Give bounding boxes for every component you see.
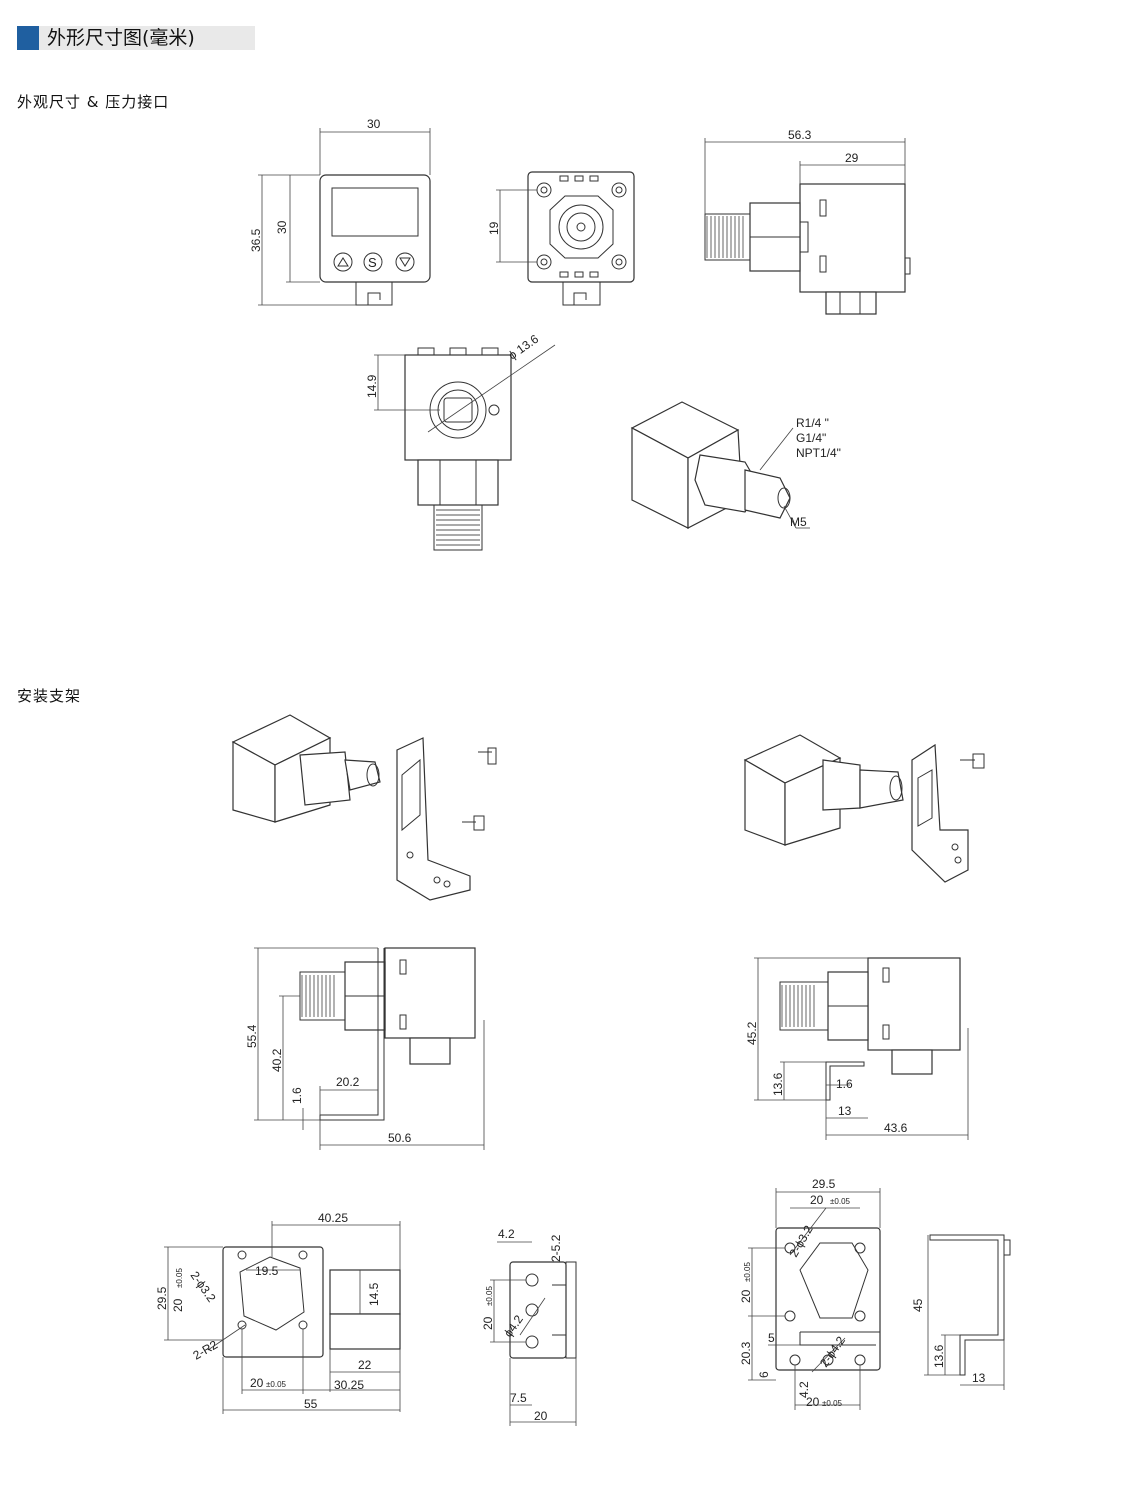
plan-a-d2-tol: ±0.05	[266, 1380, 287, 1389]
end-a-w1: 4.2	[498, 1227, 515, 1241]
plan-b-h2: 20.3	[739, 1341, 753, 1365]
bracket-a-side: 55.4 40.2 20.2 1.6 50.6	[245, 947, 485, 1150]
back-view: 19	[487, 171, 635, 306]
plan-a-top-width: 40.25	[318, 1211, 348, 1225]
end-a-total-width: 20	[534, 1409, 548, 1423]
plan-a-outer-height: 29.5	[155, 1286, 169, 1310]
bracket-a-iso	[231, 714, 497, 901]
plan-b-inner-tol: ±0.05	[830, 1197, 851, 1206]
plan-b-inner-height-tol: ±0.05	[743, 1261, 752, 1282]
side-total-length-label: 56.3	[788, 128, 812, 142]
side-view: 56.3 29	[704, 128, 911, 315]
bracket-a-side-w1: 20.2	[336, 1075, 360, 1089]
plan-a-d3: 30.25	[334, 1378, 364, 1392]
plan-b-d6: 6	[757, 1371, 771, 1378]
bottom-view: ϕ 13.6 14.9	[365, 332, 556, 551]
bracket-b-side-w2: 43.6	[884, 1121, 908, 1135]
bracket-b-iso	[743, 734, 985, 883]
plan-a-hole-label: 2-ϕ3.2	[188, 1269, 219, 1305]
page-title: 外形尺寸图(毫米)	[47, 27, 195, 49]
side-b2-width: 13	[972, 1371, 986, 1385]
iso-thread-1: R1/4 "	[796, 416, 829, 430]
plan-b-d42: 4.2	[797, 1381, 811, 1398]
side-body-length-label: 29	[845, 151, 859, 165]
front-view: S 30 36.5 30	[249, 117, 431, 306]
section-title-bracket: 安装支架	[17, 687, 82, 705]
bracket-a-plan: 40.25 29.5 20 ±0.05 19.5 2-ϕ3.2 2-R2 14.…	[155, 1211, 401, 1414]
bracket-b-side-t: 1.6	[836, 1077, 853, 1091]
iso-thread-2: G1/4"	[796, 431, 826, 445]
plan-b-inner-height: 20	[739, 1289, 753, 1303]
end-a-d: 7.5	[510, 1391, 527, 1405]
end-a-height-tol: ±0.05	[485, 1285, 494, 1306]
plan-a-hex-width: 19.5	[255, 1264, 279, 1278]
end-a-height: 20	[481, 1316, 495, 1330]
plan-a-inner-tol: ±0.05	[175, 1267, 184, 1288]
bracket-b-side-h2: 13.6	[771, 1072, 785, 1096]
front-total-height-label: 36.5	[249, 228, 263, 252]
back-port-spacing-label: 19	[487, 221, 501, 235]
end-a-w2: 2-5.2	[549, 1234, 563, 1262]
front-body-height-label: 30	[275, 220, 289, 234]
plan-b-inner-width: 20	[810, 1193, 824, 1207]
bottom-height-label: 14.9	[365, 374, 379, 398]
bracket-a-side-h1: 55.4	[245, 1024, 259, 1048]
plan-b-w-bottom-tol: ±0.05	[822, 1399, 843, 1408]
iso-thread-3: NPT1/4"	[796, 446, 841, 460]
plan-b-top-width: 29.5	[812, 1177, 836, 1191]
section-title-dimensions: 外观尺寸 & 压力接口	[17, 93, 170, 111]
plan-a-slot-height: 14.5	[367, 1282, 381, 1306]
plan-a-inner-height: 20	[171, 1298, 185, 1312]
bracket-a-end: 4.2 2-5.2 20 ±0.05 ϕ4.2 7.5 20	[481, 1227, 577, 1426]
iso-view: R1/4 " G1/4" NPT1/4" M5	[630, 401, 841, 529]
side-b2-height: 45	[911, 1298, 925, 1312]
bracket-b-side-w1: 13	[838, 1104, 852, 1118]
plan-b-w-bottom: 20	[806, 1395, 820, 1409]
bracket-a-side-h2: 40.2	[270, 1048, 284, 1072]
side-b2-h2: 13.6	[932, 1344, 946, 1368]
bracket-a-side-w2: 50.6	[388, 1131, 412, 1145]
bracket-a-side-t: 1.6	[290, 1087, 304, 1104]
bracket-b-plan: 29.5 20 ±0.05 2-ϕ3.2 20 ±0.05 20.3 5 6 2…	[739, 1177, 881, 1410]
plan-a-d2: 20	[250, 1376, 264, 1390]
plan-a-d1: 22	[358, 1358, 372, 1372]
plan-a-total-width: 55	[304, 1397, 318, 1411]
plan-a-radius-label: 2-R2	[191, 1337, 221, 1362]
bracket-b-side-h1: 45.2	[745, 1021, 759, 1045]
front-width-label: 30	[367, 117, 381, 131]
section-header: 外形尺寸图(毫米)	[17, 26, 255, 50]
front-s-button-label: S	[368, 255, 377, 270]
bracket-b-side2: 45 13.6 13	[911, 1234, 1011, 1390]
header-accent-block	[17, 26, 39, 50]
plan-b-d5: 5	[768, 1331, 775, 1345]
iso-port-label: M5	[790, 515, 807, 529]
bracket-b-side: 45.2 13.6 1.6 13 43.6	[745, 957, 969, 1140]
